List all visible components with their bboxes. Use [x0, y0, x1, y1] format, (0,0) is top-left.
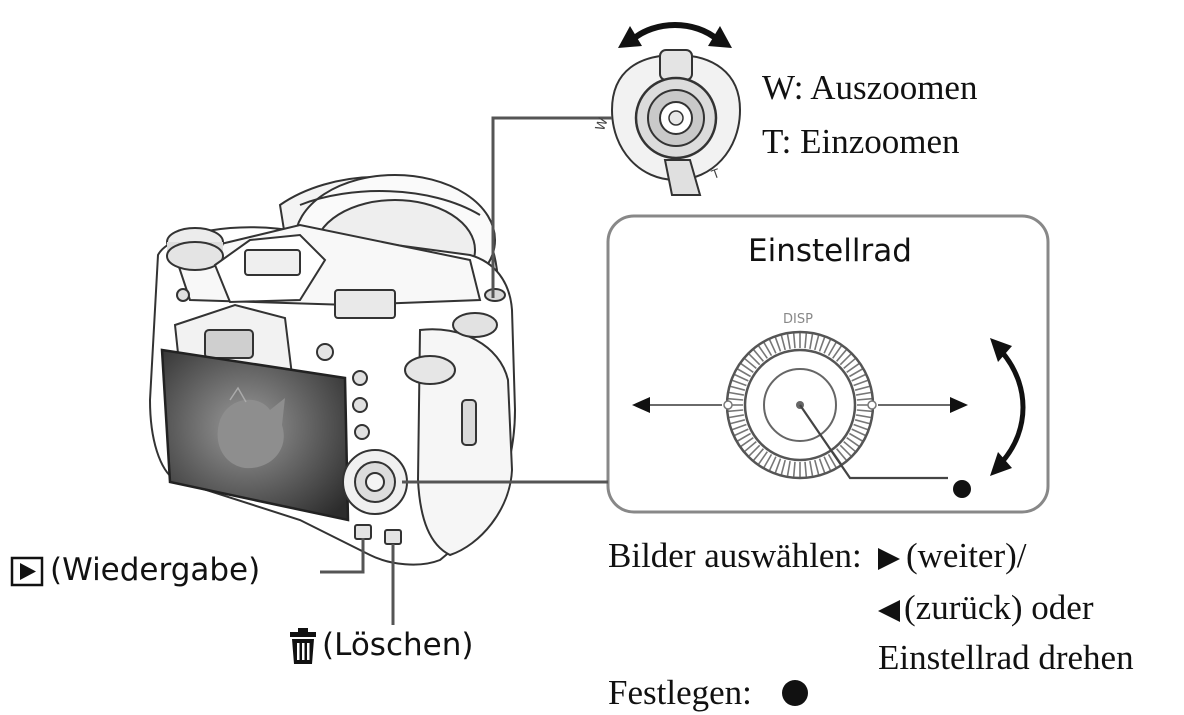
wheel-knurl-tick: [748, 444, 761, 457]
wheel-knurl-tick: [843, 358, 856, 370]
wheel-knurl-tick: [839, 353, 852, 366]
wheel-knurl-tick: [804, 461, 808, 477]
wheel-knurl-tick: [827, 342, 837, 356]
wheel-knurl-tick: [855, 391, 872, 396]
wheel-knurl-tick: [737, 432, 751, 442]
wheel-knurl-tick: [792, 333, 796, 349]
wheel-knurl-tick: [780, 335, 786, 351]
wheel-knurl-tick: [758, 451, 768, 465]
wheel-knurl-tick: [854, 419, 870, 425]
wheel-knurl-tick: [843, 440, 856, 452]
wheel-knurl-tick: [839, 444, 852, 457]
wheel-knurl-tick: [846, 437, 860, 447]
wheel-knurl-tick: [753, 349, 765, 362]
wheel-knurl-tick: [730, 419, 746, 425]
wheel-knurl-tick: [744, 440, 757, 452]
wheel-knurl-tick: [768, 456, 777, 471]
wheel-knurl-tick: [740, 363, 754, 373]
wheel-knurl-tick: [835, 349, 847, 362]
disp-label: DISP: [783, 312, 813, 327]
control-wheel-title: Einstellrad: [748, 233, 912, 269]
delete-label: (Löschen): [322, 627, 474, 663]
wheel-knurl-tick: [730, 385, 746, 391]
playback-label: (Wiedergabe): [50, 552, 261, 588]
wheel-knurl-tick: [768, 339, 777, 354]
wheel-knurl-tick: [827, 454, 837, 468]
wheel-knurl-tick: [823, 456, 832, 471]
wheel-knurl-tick: [856, 397, 872, 401]
wheel-knurl-tick: [804, 333, 808, 349]
wheel-knurl-tick: [728, 391, 745, 396]
wheel-knurl-tick: [846, 363, 860, 373]
wheel-knurl-tick: [853, 379, 868, 387]
wheel-knurl-tick: [763, 342, 773, 356]
wheel-knurl-tick: [763, 454, 773, 468]
next-label: (weiter)/: [906, 536, 1027, 575]
play-icon: [10, 556, 44, 587]
triangle-left-icon: [632, 397, 650, 413]
wheel-knurl-tick: [734, 428, 749, 437]
wheel-knurl-tick: [728, 397, 744, 401]
trash-icon: [290, 628, 316, 664]
wheel-knurl-tick: [818, 337, 826, 352]
camera-illustration: [148, 174, 517, 566]
wheel-knurl-tick: [737, 368, 751, 378]
confirm-label: Festlegen:: [608, 673, 752, 712]
wheel-knurl-tick: [853, 423, 868, 431]
zoom-rotate-arrow: [630, 22, 720, 43]
wheel-knurl-tick: [849, 368, 863, 378]
wheel-knurl-tick: [818, 458, 826, 473]
wheel-knurl-tick: [832, 345, 842, 359]
wheel-knurl-tick: [728, 414, 745, 419]
wheel-knurl-tick: [734, 373, 749, 382]
triangle-right-icon: [878, 548, 900, 570]
zoom-leader-line: [491, 116, 612, 298]
wheel-knurl-tick: [732, 379, 747, 387]
wheel-knurl-tick: [744, 358, 757, 370]
wheel-knurl-tick: [854, 385, 870, 391]
wheel-knurl-tick: [849, 432, 863, 442]
wheel-knurl-tick: [814, 335, 820, 351]
curved-double-arrow-icon: [1000, 350, 1026, 464]
wheel-knurl-tick: [774, 458, 782, 473]
wheel-knurl-tick: [774, 337, 782, 352]
rotate-label: Einstellrad drehen: [878, 638, 1134, 677]
wheel-knurl-tick: [814, 459, 820, 475]
select-images-instruction: Bilder auswählen:: [608, 538, 862, 573]
wheel-knurl-tick: [835, 448, 847, 461]
zoom-tele-label: T: Einzoomen: [762, 122, 960, 161]
wheel-knurl-tick: [732, 423, 747, 431]
wheel-knurl-tick: [748, 353, 761, 366]
wheel-knurl-tick: [823, 339, 832, 354]
wheel-knurl-tick: [851, 428, 866, 437]
zoom-wide-label: W: Auszoomen: [762, 68, 978, 107]
wheel-knurl-tick: [740, 437, 754, 447]
wheel-knurl-tick: [809, 333, 814, 350]
wheel-knurl-tick: [786, 460, 791, 477]
wheel-knurl-tick: [786, 333, 791, 350]
zoom-lever-illustration: [610, 22, 742, 196]
wheel-knurl-tick: [753, 448, 765, 461]
control-wheel-illustration: [632, 330, 1026, 498]
triangle-left-icon: [878, 600, 900, 622]
triangle-right-icon: [950, 397, 968, 413]
wheel-knurl-tick: [780, 459, 786, 475]
select-prefix: Bilder auswählen:: [608, 536, 862, 575]
wheel-knurl-tick: [792, 461, 796, 477]
wheel-knurl-tick: [758, 345, 768, 359]
wheel-knurl-tick: [851, 373, 866, 382]
wheel-knurl-tick: [855, 414, 872, 419]
filled-circle-icon: [953, 480, 971, 498]
wheel-knurl-tick: [809, 460, 814, 477]
filled-circle-icon: [782, 680, 808, 706]
prev-label: (zurück) oder: [904, 588, 1094, 627]
wheel-knurl-tick: [856, 409, 872, 413]
playback-leader-line: [320, 538, 365, 574]
wheel-knurl-tick: [728, 409, 744, 413]
